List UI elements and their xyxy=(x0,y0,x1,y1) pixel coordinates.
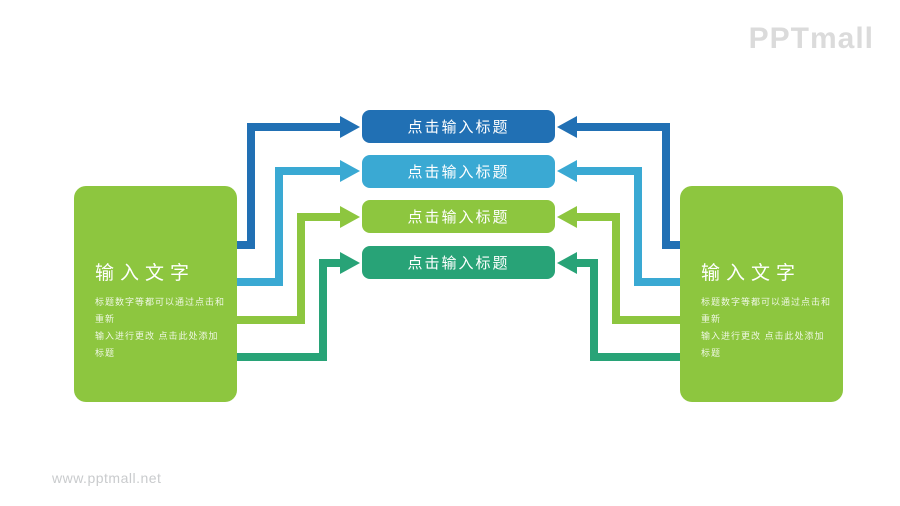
connector-arrowhead xyxy=(557,116,577,138)
right-text-box[interactable]: 输入文字 标题数字等都可以通过点击和重新 输入进行更改 点击此处添加标题 xyxy=(680,186,843,402)
title-bar-2[interactable]: 点击输入标题 xyxy=(362,155,555,188)
title-bar-1[interactable]: 点击输入标题 xyxy=(362,110,555,143)
right-box-title: 输入文字 xyxy=(701,263,802,284)
connector-arrowhead xyxy=(340,206,360,228)
right-box-body-line-2: 输入进行更改 点击此处添加标题 xyxy=(701,331,825,358)
connector-right-4 xyxy=(557,252,680,361)
connector-line xyxy=(237,123,342,249)
right-box-body-line-1: 标题数字等都可以通过点击和重新 xyxy=(701,297,832,324)
site-watermark: www.pptmall.net xyxy=(52,470,162,486)
left-box-body-line-1: 标题数字等都可以通过点击和重新 xyxy=(95,297,226,324)
connector-line xyxy=(575,167,680,286)
title-bar-4[interactable]: 点击输入标题 xyxy=(362,246,555,279)
connector-arrowhead xyxy=(340,116,360,138)
connector-right-2 xyxy=(557,160,680,286)
connector-arrowhead xyxy=(340,252,360,274)
connector-arrowhead xyxy=(557,206,577,228)
left-box-body: 标题数字等都可以通过点击和重新 输入进行更改 点击此处添加标题 xyxy=(95,294,225,362)
connector-line xyxy=(237,213,342,324)
connector-line xyxy=(575,259,680,361)
connector-arrowhead xyxy=(557,160,577,182)
pptmall-logo: PPTmall xyxy=(748,22,874,55)
connector-left-2 xyxy=(237,160,360,286)
connector-line xyxy=(575,123,680,249)
connector-line xyxy=(237,167,342,286)
connector-left-3 xyxy=(237,206,360,324)
connector-right-3 xyxy=(557,206,680,324)
connector-left-1 xyxy=(237,116,360,249)
title-bar-3[interactable]: 点击输入标题 xyxy=(362,200,555,233)
right-box-body: 标题数字等都可以通过点击和重新 输入进行更改 点击此处添加标题 xyxy=(701,294,831,362)
left-box-title: 输入文字 xyxy=(95,263,196,284)
connector-line xyxy=(575,213,680,324)
connector-arrowhead xyxy=(557,252,577,274)
left-box-body-line-2: 输入进行更改 点击此处添加标题 xyxy=(95,331,219,358)
connector-arrowhead xyxy=(340,160,360,182)
connector-left-4 xyxy=(237,252,360,361)
left-text-box[interactable]: 输入文字 标题数字等都可以通过点击和重新 输入进行更改 点击此处添加标题 xyxy=(74,186,237,402)
connector-right-1 xyxy=(557,116,680,249)
connector-line xyxy=(237,259,342,361)
